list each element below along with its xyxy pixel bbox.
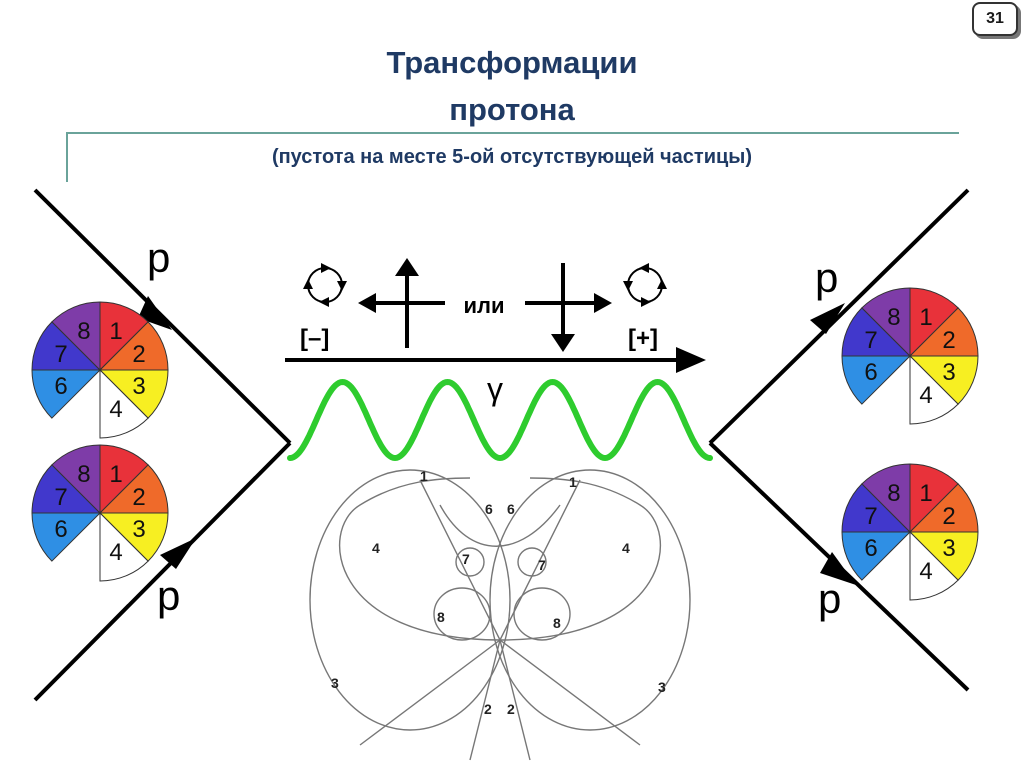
label-p-top-left: p xyxy=(147,234,170,281)
label-minus-bracket: [–] xyxy=(300,325,329,352)
left-upper-arrow-icon xyxy=(138,296,172,330)
wheel-sector-label: 7 xyxy=(864,503,877,530)
wheel-sector-label: 7 xyxy=(864,327,877,354)
wheel-sector-label: 6 xyxy=(54,516,67,543)
photon-wave xyxy=(287,378,713,462)
wheel-sector-label: 6 xyxy=(54,373,67,400)
wheel-sector-4 xyxy=(909,530,959,601)
orbit-ray-center-b xyxy=(499,639,531,761)
wheel-sector-8 xyxy=(861,463,911,534)
wheel-sector-label: 2 xyxy=(942,503,955,530)
wheel-sector-8 xyxy=(51,301,101,372)
left-lower-arrow-icon xyxy=(160,538,196,569)
orbit-label: 6 xyxy=(485,501,493,517)
wheel-sector-label: 3 xyxy=(942,359,955,386)
slide-title-line1: Трансформации xyxy=(386,45,638,80)
orbit-loop-left-mid xyxy=(433,587,491,641)
quark-wheel-top-left: 12 34 6 78 xyxy=(31,301,169,439)
wheel-sector-label: 6 xyxy=(864,535,877,562)
orbit-label: 4 xyxy=(372,540,380,556)
wheel-sector-label: 1 xyxy=(919,304,932,331)
orbit-labels: 1 1 6 6 4 4 7 7 8 8 3 3 2 2 xyxy=(331,468,666,717)
quark-wheel-top-right: 12 34 6 78 xyxy=(841,287,979,425)
slide-title-line2: протона xyxy=(449,92,575,127)
label-p-bottom-left: p xyxy=(157,572,180,619)
wheel-sector-4 xyxy=(99,511,149,582)
orbit-right-large xyxy=(489,469,691,731)
wheel-sector-label: 6 xyxy=(864,359,877,386)
wheel-sector-label: 1 xyxy=(919,480,932,507)
orbit-loop-left-small xyxy=(455,547,485,577)
wheel-sector-label: 1 xyxy=(109,461,122,488)
wheel-sector-label: 7 xyxy=(54,484,67,511)
slide-number-badge: 31 xyxy=(972,2,1018,36)
orbit-label: 1 xyxy=(420,468,428,484)
left-arrow-icon xyxy=(358,293,376,313)
orbit-label: 6 xyxy=(507,501,515,517)
orbit-label: 7 xyxy=(538,557,546,573)
wheel-sector-label: 8 xyxy=(887,304,900,331)
wheel-sector-label: 2 xyxy=(132,341,145,368)
orbit-label: 2 xyxy=(507,701,515,717)
label-gamma: γ xyxy=(487,371,503,407)
wheel-sector-label: 4 xyxy=(109,539,122,566)
right-upper-arrow-icon xyxy=(810,303,845,334)
orbit-label: 7 xyxy=(462,551,470,567)
wheel-sector-label: 2 xyxy=(942,327,955,354)
left-upper-proton-line xyxy=(33,188,292,445)
title-underline xyxy=(67,132,959,134)
orbit-left-large xyxy=(309,469,511,731)
wheel-sector-label: 8 xyxy=(77,461,90,488)
orbit-ray-center-a xyxy=(469,639,501,761)
quark-wheel-bottom-right: 12 34 6 78 xyxy=(841,463,979,601)
quark-wheel-bottom-left: 12 34 6 78 xyxy=(31,444,169,582)
wheel-sector-label: 1 xyxy=(109,318,122,345)
rotation-cw-icon xyxy=(303,263,347,307)
orbit-ray-right xyxy=(499,639,641,746)
orbit-label: 2 xyxy=(484,701,492,717)
slide-subtitle: (пустота на месте 5-ой отсутствующей час… xyxy=(271,146,753,168)
wheel-sector-label: 4 xyxy=(919,382,932,409)
orbit-ray-left xyxy=(359,639,501,746)
photon-arrowhead-icon xyxy=(676,347,706,373)
right-upper-proton-line xyxy=(708,188,970,445)
orbit-label: 3 xyxy=(658,679,666,695)
up-arrow-icon xyxy=(395,258,419,276)
orbit-label: 8 xyxy=(553,615,561,631)
wheel-sector-label: 4 xyxy=(109,396,122,423)
wheel-sector-8 xyxy=(51,444,101,515)
orbit-label: 3 xyxy=(331,675,339,691)
orbital-figure xyxy=(309,469,691,761)
orbit-loop-right-mid xyxy=(513,587,571,641)
wheel-sector-label: 7 xyxy=(54,341,67,368)
right-arrow-icon xyxy=(594,293,612,313)
label-or: или xyxy=(463,293,504,318)
orbit-cross-2 xyxy=(439,504,561,547)
wheel-sector-label: 4 xyxy=(919,558,932,585)
label-p-top-right: p xyxy=(815,254,838,301)
orbit-label: 1 xyxy=(569,474,577,490)
orbit-label: 4 xyxy=(622,540,630,556)
wheel-sector-label: 8 xyxy=(77,318,90,345)
right-lower-arrow-icon xyxy=(820,552,856,585)
orbit-label: 8 xyxy=(437,609,445,625)
wheel-sector-label: 3 xyxy=(132,373,145,400)
wheel-sector-4 xyxy=(99,368,149,439)
wheel-sector-label: 3 xyxy=(132,516,145,543)
wheel-sector-4 xyxy=(909,354,959,425)
title-underline-tick xyxy=(66,132,68,182)
wheel-sector-label: 3 xyxy=(942,535,955,562)
wheel-sector-8 xyxy=(861,287,911,358)
down-arrow-icon xyxy=(551,334,575,352)
orbit-outer-left xyxy=(338,477,501,641)
wheel-sector-label: 2 xyxy=(132,484,145,511)
left-lower-proton-line xyxy=(33,441,292,702)
label-plus-bracket: [+] xyxy=(628,325,658,352)
wheel-sector-label: 8 xyxy=(887,480,900,507)
label-p-bottom-right: p xyxy=(818,575,841,622)
rotation-ccw-icon xyxy=(623,263,667,307)
orbit-outer-right xyxy=(499,477,662,641)
